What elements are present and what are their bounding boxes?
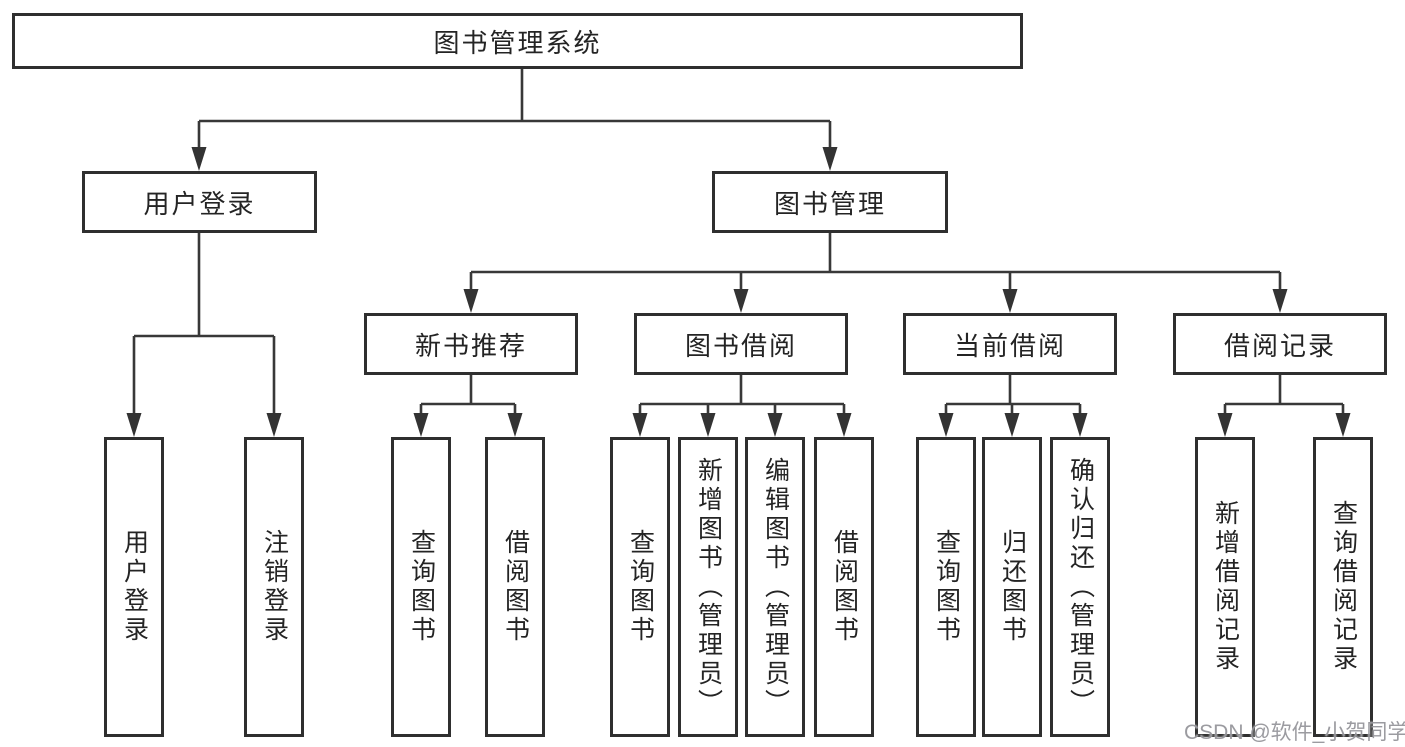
node-current-borrowing: 当前借阅 — [903, 313, 1117, 375]
leaf-borrow-books-borrowing: 借阅图书 — [814, 437, 874, 737]
leaf-logout: 注销登录 — [244, 437, 304, 737]
leaf-query-borrow-record: 查询借阅记录 — [1313, 437, 1373, 737]
leaf-query-books-recommend: 查询图书 — [391, 437, 451, 737]
node-new-book-recommendation: 新书推荐 — [364, 313, 578, 375]
leaf-edit-books-admin: 编辑图书（管理员） — [745, 437, 805, 737]
leaf-add-books-admin: 新增图书（管理员） — [678, 437, 738, 737]
node-library-management-system: 图书管理系统 — [12, 13, 1023, 69]
leaf-query-books-current: 查询图书 — [916, 437, 976, 737]
leaf-query-books-borrowing: 查询图书 — [610, 437, 670, 737]
arrowheads — [126, 147, 1351, 437]
node-book-borrowing: 图书借阅 — [634, 313, 848, 375]
leaf-return-books: 归还图书 — [982, 437, 1042, 737]
csdn-watermark: CSDN @软件_小贺同学 — [1184, 721, 1405, 744]
leaf-borrow-books-recommend: 借阅图书 — [485, 437, 545, 737]
leaf-add-borrow-record: 新增借阅记录 — [1195, 437, 1255, 737]
leaf-user-login: 用户登录 — [104, 437, 164, 737]
leaf-confirm-return-admin: 确认归还（管理员） — [1050, 437, 1110, 737]
node-borrowing-records: 借阅记录 — [1173, 313, 1387, 375]
node-user-login: 用户登录 — [82, 171, 317, 233]
node-book-management: 图书管理 — [712, 171, 948, 233]
